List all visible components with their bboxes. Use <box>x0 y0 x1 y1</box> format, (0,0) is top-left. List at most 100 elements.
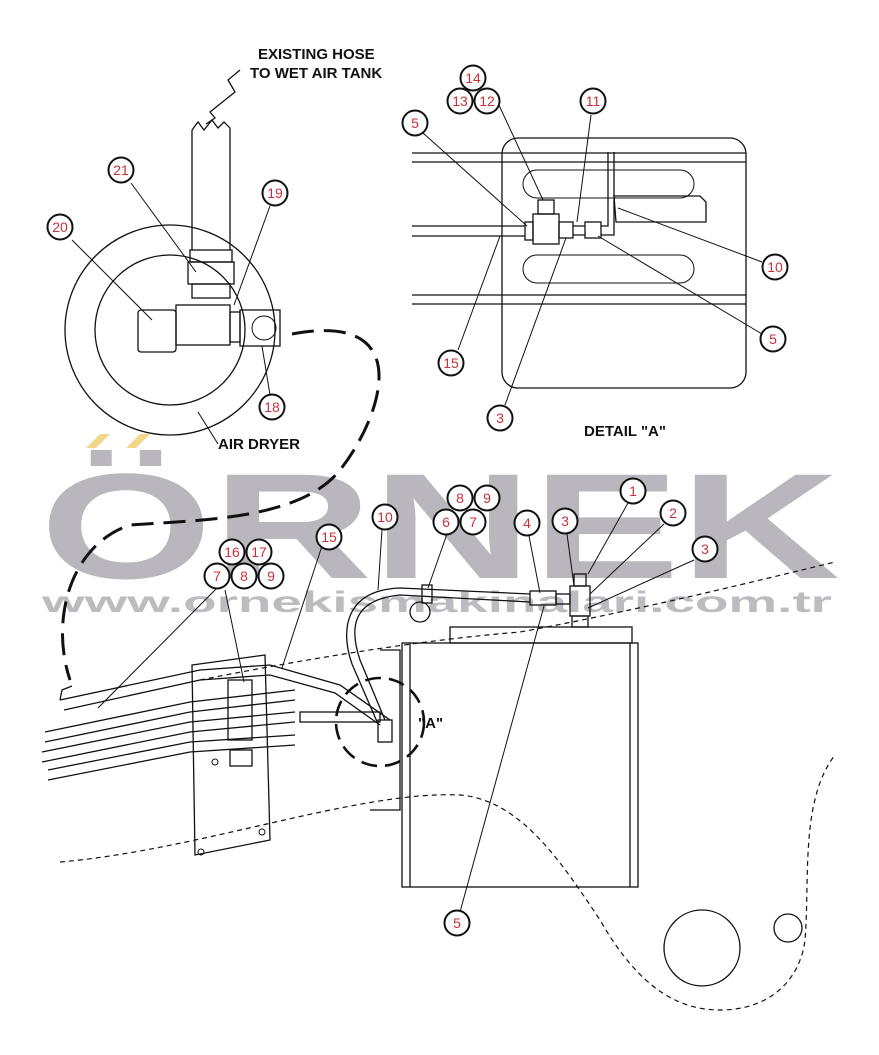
svg-text:4: 4 <box>523 515 531 531</box>
balloon-11[interactable]: 11 <box>579 87 607 115</box>
watermark-url: www.ornekismakinalari.com.tr <box>40 586 832 619</box>
balloon-19[interactable]: 19 <box>261 179 289 207</box>
leader <box>504 237 567 406</box>
svg-text:11: 11 <box>586 93 601 109</box>
balloon-8[interactable]: 8 <box>446 484 474 512</box>
balloon-6[interactable]: 6 <box>432 508 460 536</box>
balloon-17[interactable]: 17 <box>245 538 273 566</box>
svg-text:8: 8 <box>456 490 464 506</box>
balloon-16[interactable]: 16 <box>218 538 246 566</box>
svg-text:6: 6 <box>442 514 450 530</box>
frame-hole-large <box>663 909 741 987</box>
bracket-bolt <box>211 758 219 766</box>
svg-text:18: 18 <box>264 399 280 415</box>
leader-lines <box>71 102 763 913</box>
main-assembly-view: "A" <box>41 561 836 1011</box>
svg-text:10: 10 <box>377 509 393 525</box>
port-hole <box>251 315 277 341</box>
svg-text:15: 15 <box>321 529 337 545</box>
leader <box>459 605 545 913</box>
air-dryer-leader <box>197 411 219 445</box>
tee-nut <box>229 311 241 343</box>
leader <box>233 205 271 306</box>
svg-text:12: 12 <box>479 93 495 109</box>
clamp-block <box>227 679 253 741</box>
leader <box>497 102 544 201</box>
svg-text:7: 7 <box>213 568 221 584</box>
tube-end-elbow <box>59 685 73 701</box>
detail-a-plate <box>501 137 747 389</box>
balloon-7[interactable]: 7 <box>459 508 487 536</box>
leader <box>97 587 218 709</box>
tube-15 <box>59 664 391 726</box>
balloon-21[interactable]: 21 <box>107 156 135 184</box>
detail-valve-cap <box>537 199 555 215</box>
hose-leader <box>205 69 241 125</box>
balloon-10[interactable]: 10 <box>371 503 399 531</box>
balloon-8[interactable]: 8 <box>230 562 258 590</box>
port-18 <box>239 309 281 347</box>
leader <box>377 529 383 591</box>
leader <box>130 182 197 273</box>
svg-text:7: 7 <box>469 514 477 530</box>
detail-valve-body <box>532 213 560 245</box>
svg-text:19: 19 <box>267 185 283 201</box>
svg-text:13: 13 <box>452 93 468 109</box>
hose-route-dashed <box>61 329 381 681</box>
svg-text:14: 14 <box>465 70 481 86</box>
balloon-3[interactable]: 3 <box>691 535 719 563</box>
balloon-9[interactable]: 9 <box>257 562 285 590</box>
leader <box>566 533 575 587</box>
svg-text:20: 20 <box>52 219 68 235</box>
bracket-bolt <box>197 848 205 856</box>
balloon-5[interactable]: 5 <box>443 909 471 937</box>
tee-body <box>175 304 231 346</box>
balloon-2[interactable]: 2 <box>659 499 687 527</box>
detail-bracket <box>613 195 707 223</box>
air-tank-top <box>449 626 633 644</box>
balloon-9[interactable]: 9 <box>473 484 501 512</box>
detail-tube-10 <box>601 152 615 236</box>
svg-text:9: 9 <box>267 568 275 584</box>
detail-fitting-3 <box>558 221 574 239</box>
air-tank-body <box>401 642 639 888</box>
watermark-accent-mark <box>126 434 150 448</box>
balloon-3[interactable]: 3 <box>486 404 514 432</box>
balloon-18[interactable]: 18 <box>258 393 286 421</box>
air-dryer-ring <box>94 254 246 406</box>
hose-label-line2: TO WET AIR TANK <box>250 65 382 82</box>
leader <box>422 132 528 227</box>
balloon-12[interactable]: 12 <box>473 87 501 115</box>
tube-support-bar <box>299 711 381 723</box>
balloon-10[interactable]: 10 <box>761 253 789 281</box>
elbow-fitting-20 <box>137 309 177 353</box>
balloon-20[interactable]: 20 <box>46 213 74 241</box>
balloon-14[interactable]: 14 <box>459 64 487 92</box>
balloon-15[interactable]: 15 <box>315 523 343 551</box>
svg-text:5: 5 <box>453 915 461 931</box>
svg-text:9: 9 <box>483 490 491 506</box>
frame-outline-dashed <box>59 754 836 1011</box>
balloon-7[interactable]: 7 <box>203 562 231 590</box>
balloon-13[interactable]: 13 <box>446 87 474 115</box>
svg-text:2: 2 <box>669 505 677 521</box>
svg-text:15: 15 <box>443 355 459 371</box>
balloon-4[interactable]: 4 <box>513 509 541 537</box>
balloon-1[interactable]: 1 <box>619 477 647 505</box>
air-dryer-label: AIR DRYER <box>218 436 300 453</box>
leader <box>587 502 629 575</box>
balloon-3[interactable]: 3 <box>551 507 579 535</box>
mounting-bracket <box>191 654 271 856</box>
svg-text:17: 17 <box>251 544 267 560</box>
clamp-base <box>229 749 253 767</box>
detail-fitting-5b <box>584 221 602 239</box>
svg-text:3: 3 <box>561 513 569 529</box>
plate-slot-upper <box>522 169 695 199</box>
balloon-15[interactable]: 15 <box>437 349 465 377</box>
tube-clamp-6 <box>421 584 433 604</box>
detail-a-view: DETAIL "A" <box>412 137 747 440</box>
balloon-5[interactable]: 5 <box>401 109 429 137</box>
balloon-5[interactable]: 5 <box>759 325 787 353</box>
air-tank-edges <box>409 643 631 887</box>
svg-text:5: 5 <box>769 331 777 347</box>
